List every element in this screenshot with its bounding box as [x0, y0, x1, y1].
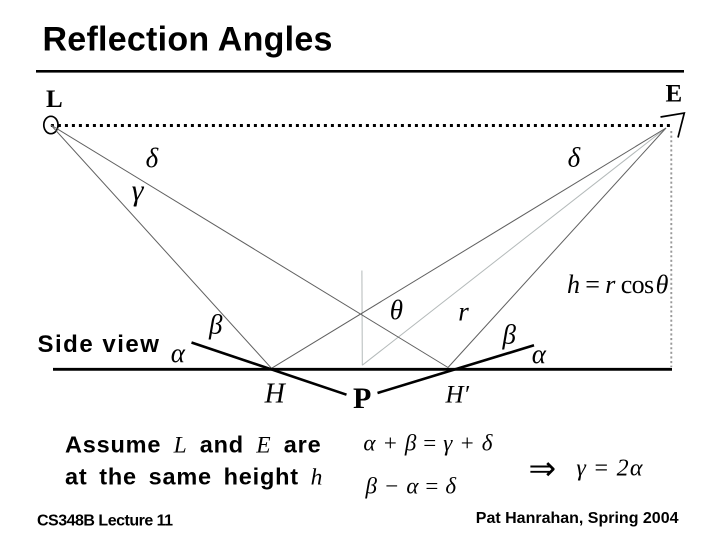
svg-text:H′: H′ — [445, 382, 470, 409]
svg-text:α + β = γ + δ: α + β = γ + δ — [363, 431, 493, 456]
svg-text:Pat Hanrahan, Spring 2004: Pat Hanrahan, Spring 2004 — [476, 510, 679, 527]
svg-text:P: P — [353, 382, 371, 415]
svg-text:Side view: Side view — [38, 331, 161, 358]
svg-text:Reflection Angles: Reflection Angles — [43, 21, 333, 59]
svg-text:γ = 2α: γ = 2α — [576, 456, 643, 482]
svg-text:α: α — [171, 338, 186, 368]
svg-text:δ: δ — [568, 143, 581, 173]
svg-text:γ: γ — [132, 174, 145, 207]
svg-text:α: α — [532, 339, 547, 369]
svg-text:⇒: ⇒ — [529, 452, 557, 488]
svg-text:Assume L and E are: Assume L and E are — [65, 432, 321, 459]
svg-text:r: r — [458, 297, 469, 327]
svg-text:CS348B Lecture 11: CS348B Lecture 11 — [37, 513, 173, 530]
svg-text:h = r cosθ: h = r cosθ — [567, 270, 669, 299]
svg-text:at the same height h: at the same height h — [65, 464, 323, 491]
svg-text:β − α = δ: β − α = δ — [365, 473, 457, 498]
svg-text:δ: δ — [146, 143, 159, 173]
svg-text:θ: θ — [390, 295, 403, 325]
svg-text:E: E — [666, 81, 683, 108]
svg-text:β: β — [208, 310, 223, 340]
svg-text:L: L — [46, 86, 63, 113]
svg-text:β: β — [502, 319, 517, 349]
svg-text:H: H — [264, 379, 287, 410]
